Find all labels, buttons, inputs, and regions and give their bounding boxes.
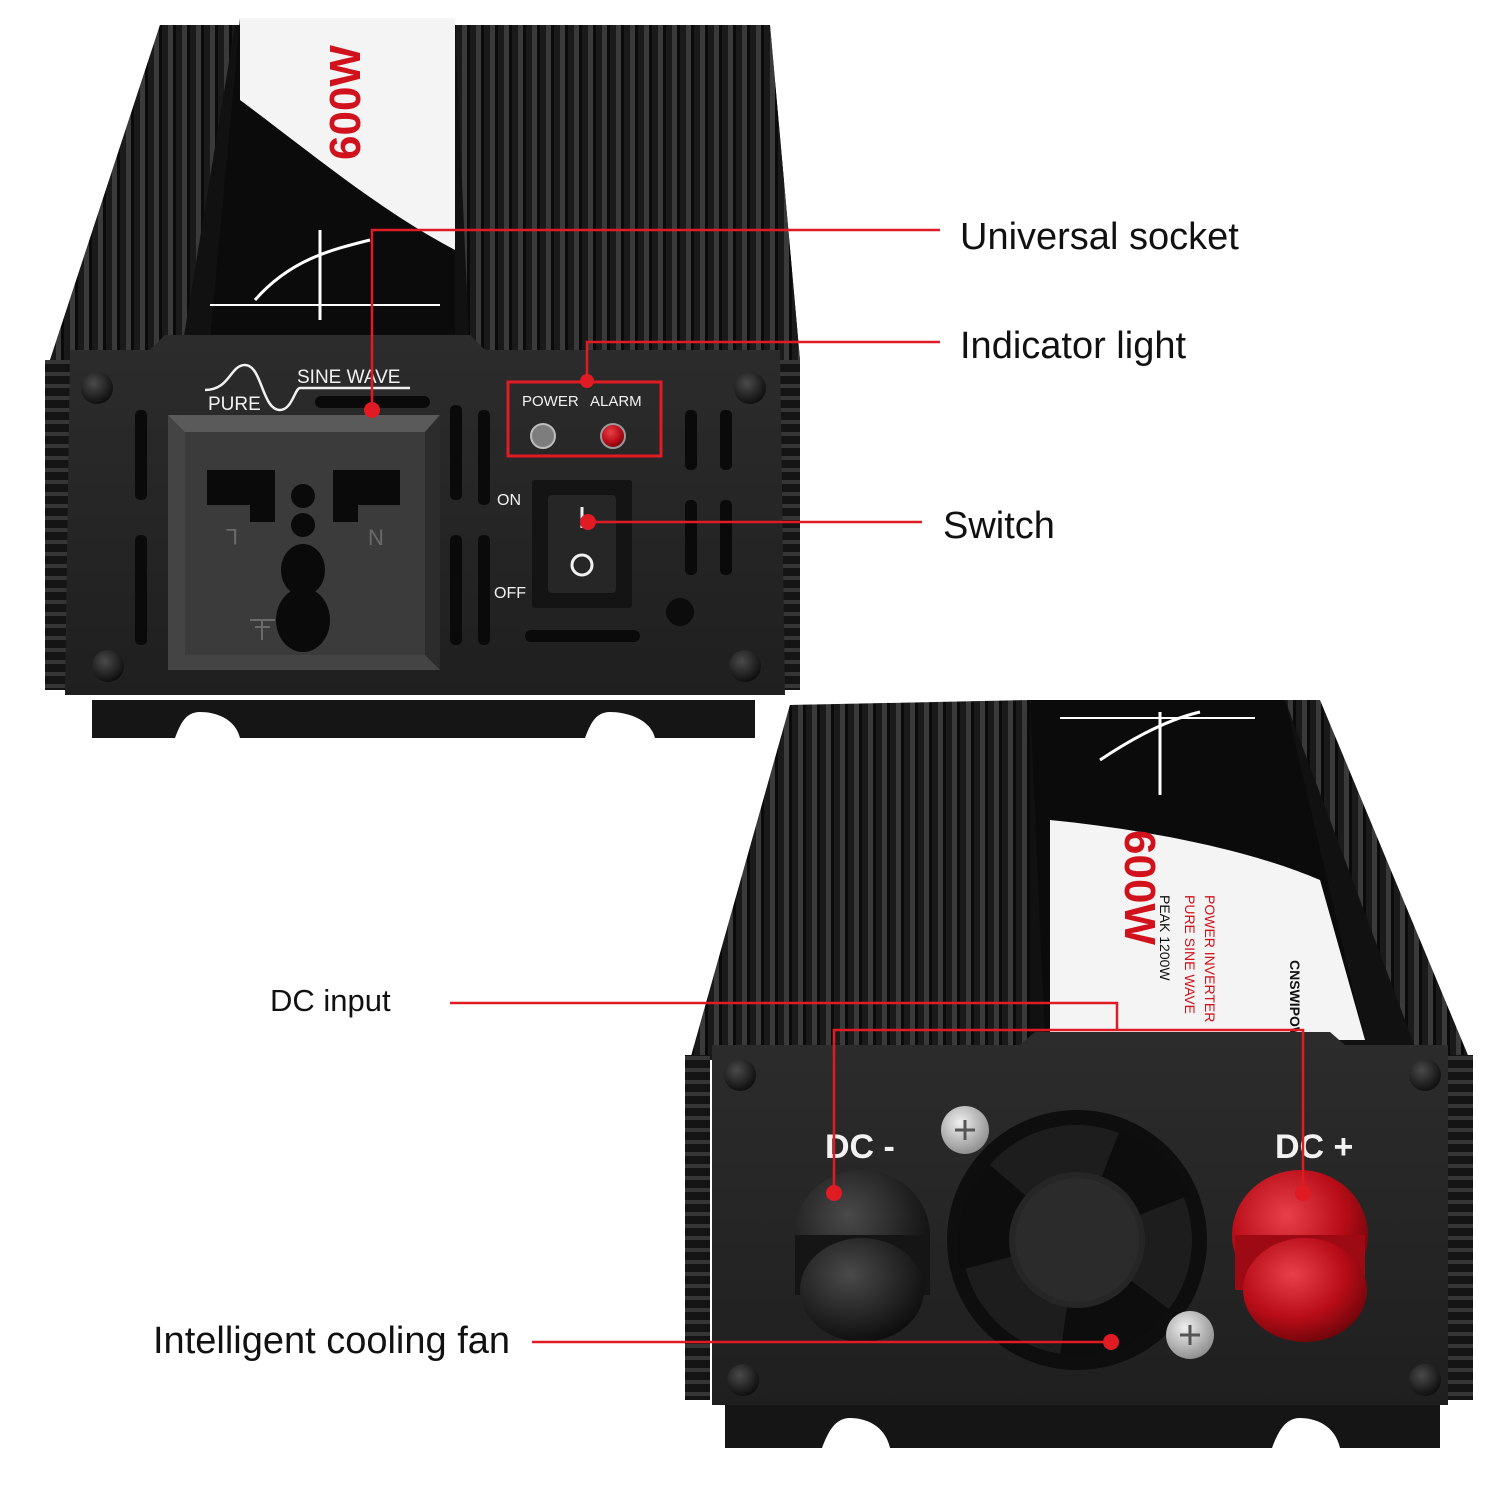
back-label-line2: PURE SINE WAVE xyxy=(1182,895,1198,1014)
screw-icon xyxy=(1409,1364,1441,1396)
top-wattage-label: 600W xyxy=(321,45,370,160)
dc-minus-terminal xyxy=(794,1170,930,1342)
screw-icon xyxy=(92,650,124,682)
power-led xyxy=(530,423,556,449)
sine-wave-logo-icon xyxy=(204,363,410,412)
switch-off-label: OFF xyxy=(494,585,526,602)
screw-icon xyxy=(727,1364,759,1396)
callout-line-dc xyxy=(450,1001,1119,1030)
alarm-led-label: ALARM xyxy=(590,393,642,410)
sine-wave-logo-icon xyxy=(1099,710,1201,795)
screw-icon xyxy=(729,650,761,682)
back-label-line1: POWER INVERTER xyxy=(1202,895,1218,1022)
callout-switch: Switch xyxy=(943,505,1055,547)
ground-symbol-icon xyxy=(250,619,275,640)
dc-plus-label: DC + xyxy=(1275,1128,1353,1166)
callout-universal-socket: Universal socket xyxy=(960,216,1239,258)
socket-right-mark: N xyxy=(368,525,384,550)
top-label-plate: 600W xyxy=(210,18,455,340)
callout-cooling-fan: Intelligent cooling fan xyxy=(153,1320,511,1362)
switch-on-label: ON xyxy=(497,492,521,509)
dc-minus-label: DC - xyxy=(825,1128,895,1166)
universal-socket: L N xyxy=(168,415,440,670)
fan-icon xyxy=(947,1110,1207,1370)
alarm-led xyxy=(600,423,626,449)
front-unit: 600W xyxy=(45,18,800,738)
back-wattage-label: 600W xyxy=(1115,830,1164,945)
callout-line-socket xyxy=(370,228,940,408)
callout-lines xyxy=(370,228,1305,1344)
back-label-line3: PEAK 1200W xyxy=(1157,895,1173,981)
callout-indicator-light: Indicator light xyxy=(960,325,1187,367)
wave-top-label: SINE WAVE xyxy=(297,367,400,388)
callout-line-dc-terminals xyxy=(832,1028,1305,1193)
callout-dc-input: DC input xyxy=(270,983,391,1018)
rocker-switch xyxy=(532,480,632,608)
callout-dots xyxy=(364,374,1311,1350)
callout-line-indicator xyxy=(585,340,940,382)
dc-plus-terminal xyxy=(1232,1170,1368,1342)
wave-bottom-label: PURE xyxy=(208,394,261,415)
socket-left-mark: L xyxy=(226,524,238,549)
screw-icon xyxy=(81,372,113,404)
screw-icon xyxy=(1409,1059,1441,1091)
screw-icon xyxy=(724,1059,756,1091)
screw-icon xyxy=(734,372,766,404)
back-unit: 600W POWER INVERTER PURE SINE WAVE PEAK … xyxy=(685,700,1473,1448)
power-led-label: POWER xyxy=(522,393,579,410)
back-label-plate: 600W POWER INVERTER PURE SINE WAVE PEAK … xyxy=(1030,700,1365,1060)
